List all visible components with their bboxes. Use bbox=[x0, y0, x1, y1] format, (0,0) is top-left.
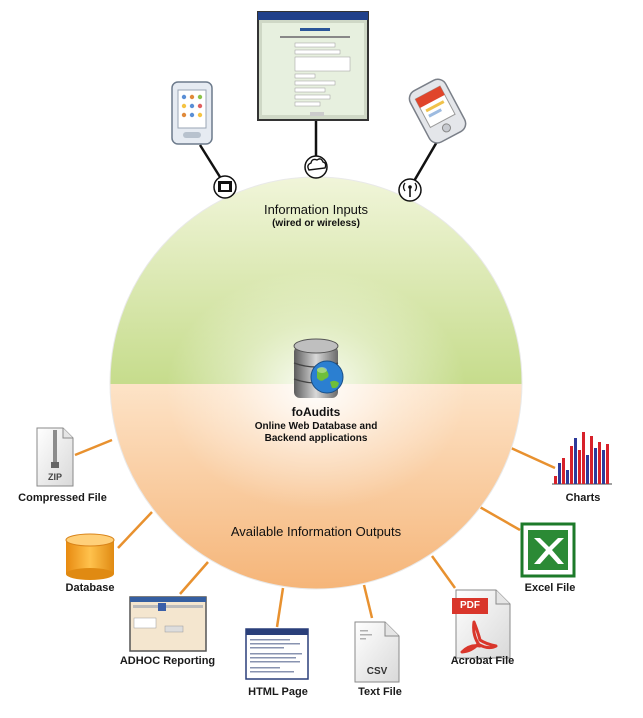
output-label-html-page: HTML Page bbox=[248, 686, 308, 698]
outputs-title: Available Information Outputs bbox=[230, 524, 402, 539]
pda-device bbox=[171, 81, 213, 145]
pdf-file-icon bbox=[452, 589, 511, 659]
inputs-subtitle: (wired or wireless) bbox=[272, 218, 360, 229]
output-label-acrobat-file: Acrobat File bbox=[450, 655, 515, 667]
inputs-title: Information Inputs bbox=[263, 202, 369, 217]
database-server-globe-icon bbox=[293, 338, 344, 398]
center-title: foAudits bbox=[291, 405, 341, 419]
center-line-2: Backend applications bbox=[264, 433, 368, 444]
internet-cloud-icon bbox=[304, 155, 328, 179]
database-icon bbox=[65, 533, 115, 580]
center-line-1: Online Web Database and bbox=[254, 421, 378, 432]
network-port-icon bbox=[213, 175, 237, 199]
output-label-excel-file: Excel File bbox=[524, 582, 576, 594]
output-label-adhoc-reporting: ADHOC Reporting bbox=[119, 655, 216, 667]
wireless-antenna-icon bbox=[398, 178, 422, 202]
output-label-charts: Charts bbox=[565, 492, 601, 504]
web-form-screenshot bbox=[257, 11, 369, 121]
html-page-icon bbox=[245, 628, 309, 680]
handheld-device bbox=[408, 78, 467, 144]
bar-chart-icon bbox=[552, 432, 612, 485]
output-label-compressed-file: Compressed File bbox=[18, 492, 107, 504]
csv-badge: CSV bbox=[366, 666, 388, 677]
excel-file-icon bbox=[520, 522, 576, 578]
zip-file-icon bbox=[36, 427, 74, 487]
output-label-database: Database bbox=[65, 582, 115, 594]
pdf-badge: PDF bbox=[460, 600, 480, 611]
zip-badge: ZIP bbox=[47, 472, 62, 482]
csv-file-icon bbox=[354, 621, 400, 683]
report-screenshot-icon bbox=[129, 596, 207, 652]
output-connectors bbox=[74, 438, 556, 628]
output-label-text-file: Text File bbox=[358, 686, 402, 698]
